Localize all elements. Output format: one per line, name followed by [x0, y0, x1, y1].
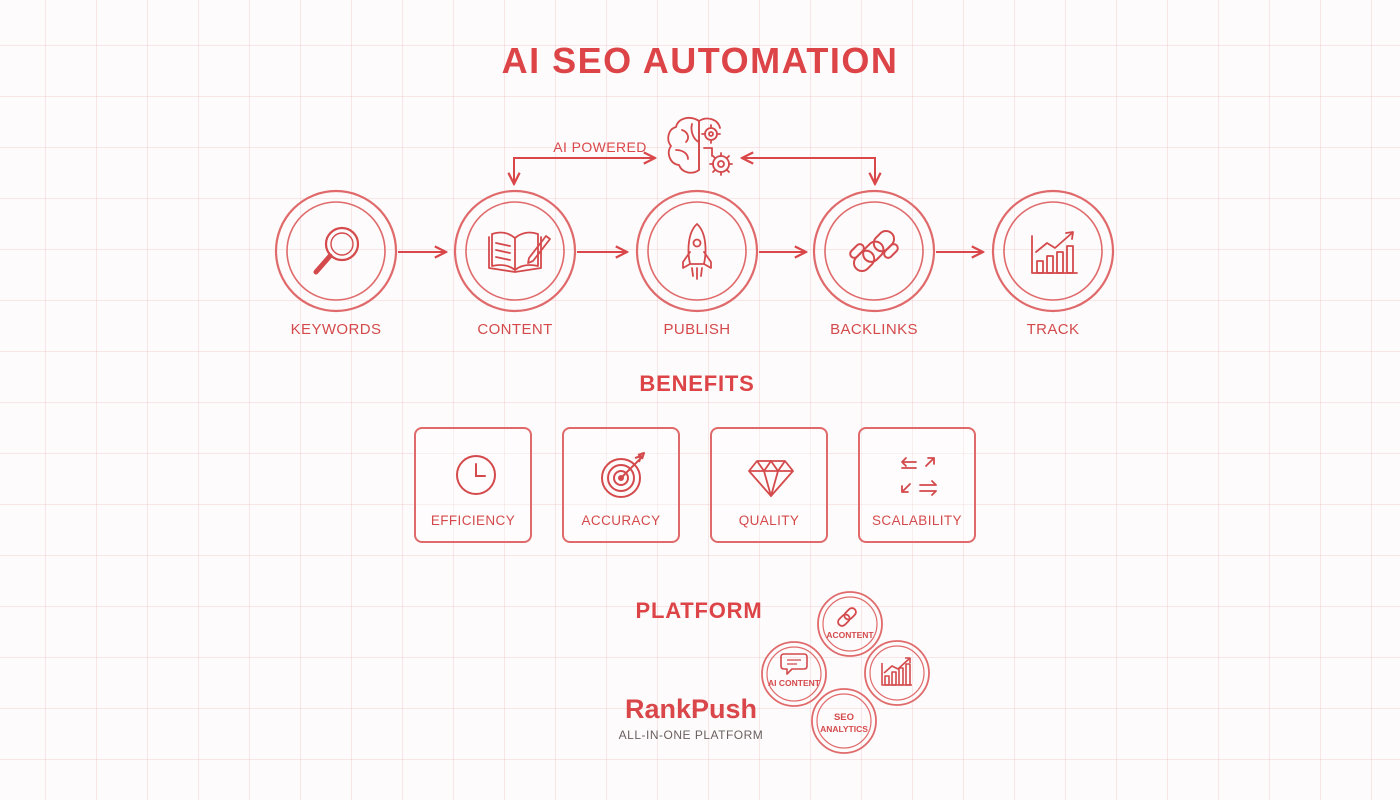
page-title: AI SEO AUTOMATION — [501, 40, 899, 81]
benefit-card-efficiency: EFFICIENCY — [414, 427, 532, 543]
benefit-card-scalability: SCALABILITY — [858, 427, 976, 543]
benefits-heading: BENEFITS — [639, 371, 755, 396]
ai-connector-left — [514, 158, 655, 184]
stage-publish-circle — [635, 189, 759, 313]
brand-name: RankPush — [624, 694, 758, 724]
stage-label-content: CONTENT — [477, 321, 553, 338]
stage-label-keywords: KEYWORDS — [290, 321, 382, 338]
chain-links-icon — [849, 229, 899, 273]
brain-gears-icon — [667, 116, 733, 176]
rocket-icon — [682, 223, 712, 280]
benefit-label-accuracy: ACCURACY — [581, 513, 661, 528]
ai-powered-label: AI POWERED — [553, 139, 647, 155]
benefit-label-efficiency: EFFICIENCY — [430, 513, 516, 528]
ai-connector-right — [742, 158, 875, 184]
diamond-icon — [748, 460, 794, 497]
stage-label-backlinks: BACKLINKS — [830, 321, 918, 338]
scale-arrows-icon — [901, 457, 937, 496]
platform-module-acontent-label: ACONTENT — [826, 630, 874, 640]
open-book-pencil-icon — [488, 231, 551, 273]
stage-track-circle — [991, 189, 1115, 313]
platform-module-seo-label: SEO — [833, 712, 855, 723]
benefit-label-quality: QUALITY — [738, 513, 800, 528]
brand-tagline: ALL-IN-ONE PLATFORM — [618, 728, 764, 742]
link-icon — [837, 607, 857, 627]
target-icon — [601, 452, 645, 498]
benefit-card-accuracy: ACCURACY — [562, 427, 680, 543]
platform-modules-diagram — [761, 591, 930, 754]
benefit-card-quality: QUALITY — [710, 427, 828, 543]
platform-module-analytics-label: ANALYTICS — [820, 724, 868, 734]
platform-heading: PLATFORM — [635, 598, 763, 623]
benefit-label-scalability: SCALABILITY — [872, 513, 962, 528]
bar-chart-icon — [881, 657, 912, 686]
clock-icon — [456, 455, 496, 495]
platform-module-ai-content-label: AI CONTENT — [768, 678, 820, 688]
stage-content-circle — [453, 189, 577, 313]
growth-chart-icon — [1031, 231, 1078, 274]
stage-label-publish: PUBLISH — [663, 321, 731, 338]
chat-bubble-icon — [780, 653, 808, 675]
stage-backlinks-circle — [812, 189, 936, 313]
stage-label-track: TRACK — [1026, 321, 1080, 338]
magnifier-icon — [313, 226, 360, 275]
stage-keywords-circle — [274, 189, 398, 313]
